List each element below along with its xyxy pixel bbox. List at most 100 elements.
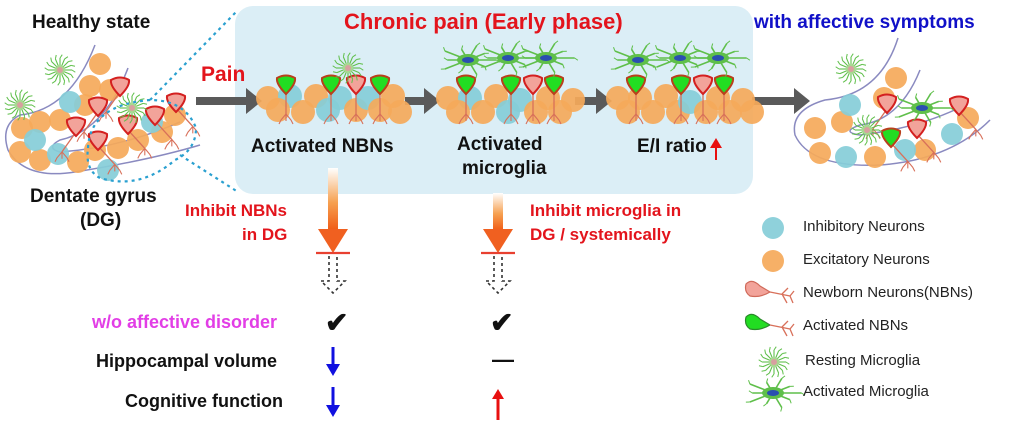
process-branch [28, 95, 33, 98]
newborn-neuron [345, 74, 367, 125]
activated-soma [625, 74, 647, 96]
process-branch [44, 67, 49, 71]
intervention-microglia-line1: Inhibit microglia in [530, 201, 682, 220]
process-branch [850, 53, 854, 58]
process-branch [139, 116, 142, 121]
inhibitory-neuron [839, 94, 861, 116]
process-branch [861, 114, 864, 120]
process-branch [332, 65, 337, 69]
activated-soma [670, 74, 692, 96]
intervention-microglia-line2: DG / systemically [530, 225, 671, 244]
inhibit-nbn-arrow [316, 168, 350, 295]
resting-microglia [835, 53, 867, 85]
arrow-head [326, 405, 340, 417]
check-icon: ✔ [325, 307, 349, 338]
microglia-nucleus [632, 57, 644, 63]
process-branch [845, 53, 848, 59]
activated-nbn [880, 127, 916, 172]
arrow-shaft [328, 168, 338, 231]
activated-nbn [455, 74, 477, 125]
activated-soma [455, 74, 477, 96]
newborn-soma [906, 118, 928, 140]
process-branch [854, 137, 859, 140]
zoom-line-bottom [179, 154, 239, 193]
process-branch [332, 71, 338, 74]
dendrite [769, 320, 795, 337]
healthy-dentate-gyrus [4, 44, 201, 181]
process-branch [645, 74, 648, 79]
process-branch [613, 57, 618, 61]
legend-label-activated-nbns: Activated NBNs [803, 317, 909, 334]
process-branch [771, 373, 775, 378]
dendrite-branches [185, 126, 201, 137]
microglia-nucleus [712, 55, 724, 61]
process-branch [536, 68, 540, 72]
newborn-soma [87, 96, 109, 118]
excitatory-neuron [885, 67, 907, 89]
excitatory-neuron [49, 109, 71, 131]
process-branch [358, 72, 362, 77]
dendrite-branches [323, 113, 339, 125]
intervention-nbn-line2: in DG [242, 225, 288, 244]
dendrite [958, 110, 977, 130]
process-branch [498, 68, 502, 72]
activated-nbn [500, 74, 522, 125]
resting-microglia [116, 92, 148, 124]
legend [744, 217, 806, 412]
microglia-nucleus [57, 67, 63, 73]
process-branch [734, 64, 737, 69]
process-branch [345, 79, 349, 84]
newborn-neuron [98, 76, 131, 123]
process-branch [352, 54, 357, 58]
newborn-neuron [522, 74, 544, 125]
ei-ratio-cluster [606, 40, 764, 125]
newborn-neuron [906, 118, 942, 163]
process-branch [516, 40, 521, 44]
microglia-nucleus [502, 55, 514, 61]
ei-increase-arrow-icon [710, 138, 722, 160]
microglia-nucleus [767, 390, 779, 396]
process-branch [780, 407, 783, 412]
process-branch [126, 92, 129, 98]
excitatory-neuron [914, 139, 936, 161]
process-branch [554, 40, 559, 44]
microglia-nucleus [674, 55, 686, 61]
excitatory-neuron [804, 117, 826, 139]
process-branch [773, 346, 777, 351]
excitatory-neuron [89, 53, 111, 75]
resting-microglia [851, 114, 883, 146]
dendrite-branches [503, 113, 519, 125]
process-branch [356, 58, 361, 61]
dendrite [890, 142, 909, 162]
process-branch [842, 79, 847, 83]
process-branch [761, 369, 766, 372]
resting-microglia-icon [758, 346, 790, 378]
process-branch [7, 112, 12, 115]
dendrite-branches [695, 113, 711, 125]
arrow-shaft [493, 193, 503, 231]
process-branch [789, 399, 792, 404]
process-branch [777, 372, 780, 378]
check-icon: ✔ [490, 307, 514, 338]
process-branch [861, 63, 867, 66]
process-branch [858, 77, 861, 82]
dendrite [61, 131, 77, 153]
activated-microglia-icon [745, 375, 806, 412]
process-branch [862, 68, 867, 72]
process-branch [475, 74, 478, 79]
process-branch [764, 349, 767, 354]
resting-microglia [4, 89, 36, 121]
excitatory-neuron [29, 111, 51, 133]
process-branch [521, 55, 526, 59]
arrow-shaft [405, 97, 426, 105]
inhibit-microglia-arrow [481, 193, 515, 295]
dendrite-branches [76, 131, 92, 143]
excitatory-neuron [740, 100, 764, 124]
activated-nbn [713, 74, 735, 125]
excitatory-neuron [291, 100, 315, 124]
affective-symptoms-title: with affective symptoms [754, 12, 975, 33]
process-branch [30, 109, 34, 114]
arrow-head [483, 229, 513, 253]
process-branch [858, 140, 863, 144]
activated-soma [500, 74, 522, 96]
